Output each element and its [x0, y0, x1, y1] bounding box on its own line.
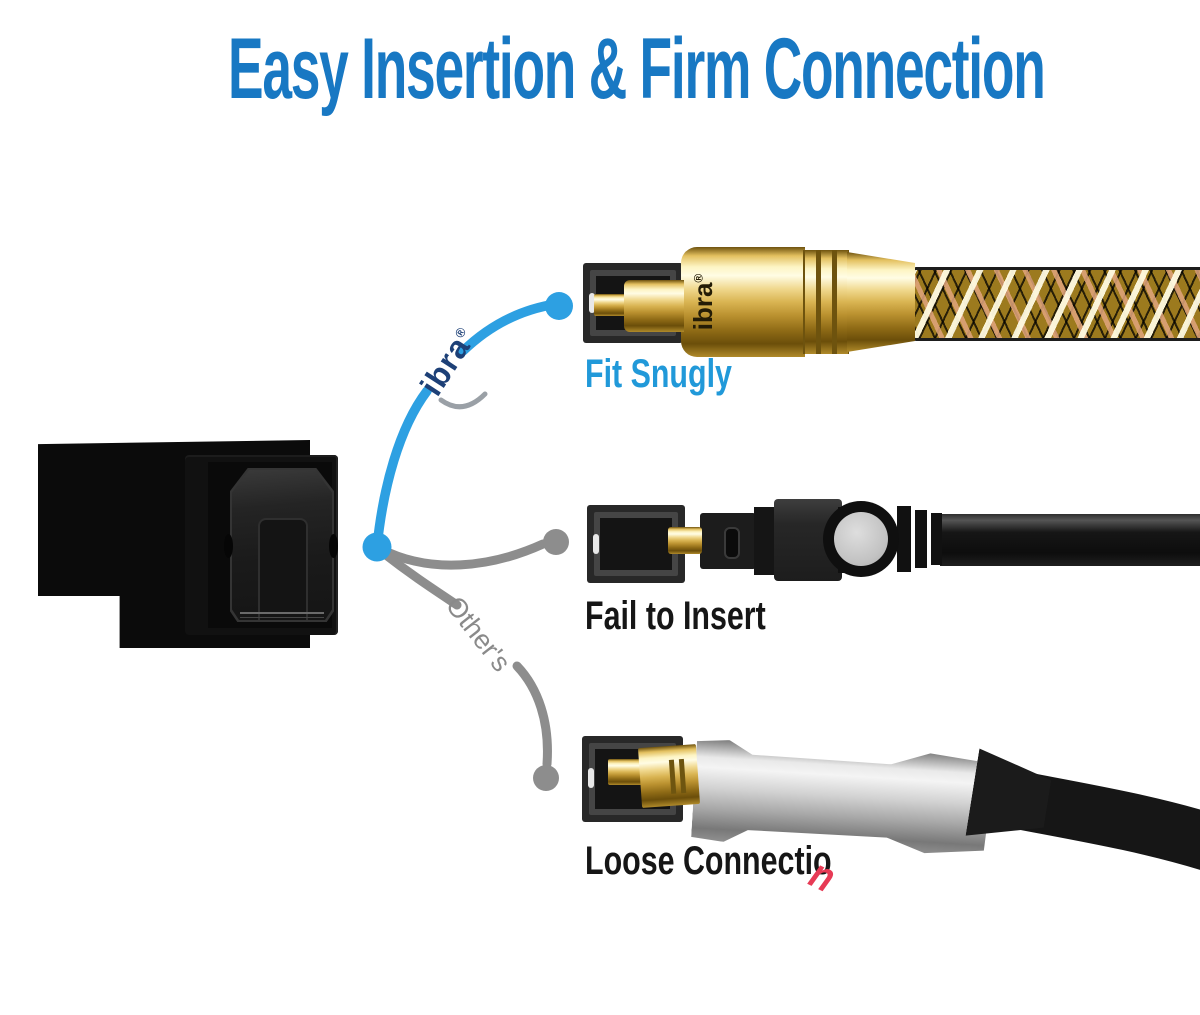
socket-clip-slot [589, 293, 595, 313]
caption-fail-to-insert: Fail to Insert [585, 594, 766, 638]
braided-cable [912, 267, 1200, 341]
ibra-logo: ibra® [412, 323, 478, 402]
ibra-logo-swoosh [438, 391, 488, 410]
others-branch-line-middle [376, 539, 548, 570]
silver-connector-strain-relief [965, 747, 1054, 850]
optical-port-highlight [240, 617, 324, 618]
others-endpoint-dot-middle [543, 529, 569, 555]
gold-plug-tip [594, 294, 626, 316]
gold-connector-ribs [803, 250, 849, 354]
ibra-brand-engraving: ibra® [688, 273, 718, 331]
caption-loose-connection: Loose Connectio [585, 839, 832, 883]
strain-relief-ridge [915, 510, 927, 568]
ibra-branch-line [372, 386, 432, 552]
others-endpoint-dot-bottom [533, 765, 559, 791]
swivel-joint-inner [834, 512, 888, 566]
ibra-endpoint-dot [545, 292, 573, 320]
strain-relief-ridge [931, 513, 942, 565]
hub-dot [362, 532, 392, 562]
gold-plug-ferrule-blocked [668, 527, 702, 554]
gold-plug-body-loose [637, 744, 701, 808]
socket-clip-slot [588, 768, 594, 788]
toslink-socket-middle [587, 505, 685, 583]
optical-port-highlight [240, 612, 324, 614]
gold-connector-barrel [681, 247, 805, 357]
black-plug-slot [724, 527, 740, 559]
others-branch-line-bottom [512, 661, 552, 769]
others-label: Other's [439, 590, 517, 678]
black-plug-step [754, 507, 776, 575]
gold-connector-taper [847, 252, 915, 352]
socket-clip-slot [593, 534, 599, 554]
black-cable-middle [940, 514, 1200, 566]
page-title: Easy Insertion & Firm Connection [228, 21, 1046, 117]
optical-port-notch [224, 534, 233, 558]
strain-relief-ridge [897, 506, 911, 572]
optical-port-tongue [258, 518, 308, 620]
gold-plug-ferrule [624, 280, 684, 332]
gold-plug-tip-loose [608, 759, 642, 785]
optical-port-notch [329, 534, 338, 558]
others-branch-line-bottom [377, 547, 462, 610]
caption-fit-snugly: Fit Snugly [585, 352, 732, 396]
